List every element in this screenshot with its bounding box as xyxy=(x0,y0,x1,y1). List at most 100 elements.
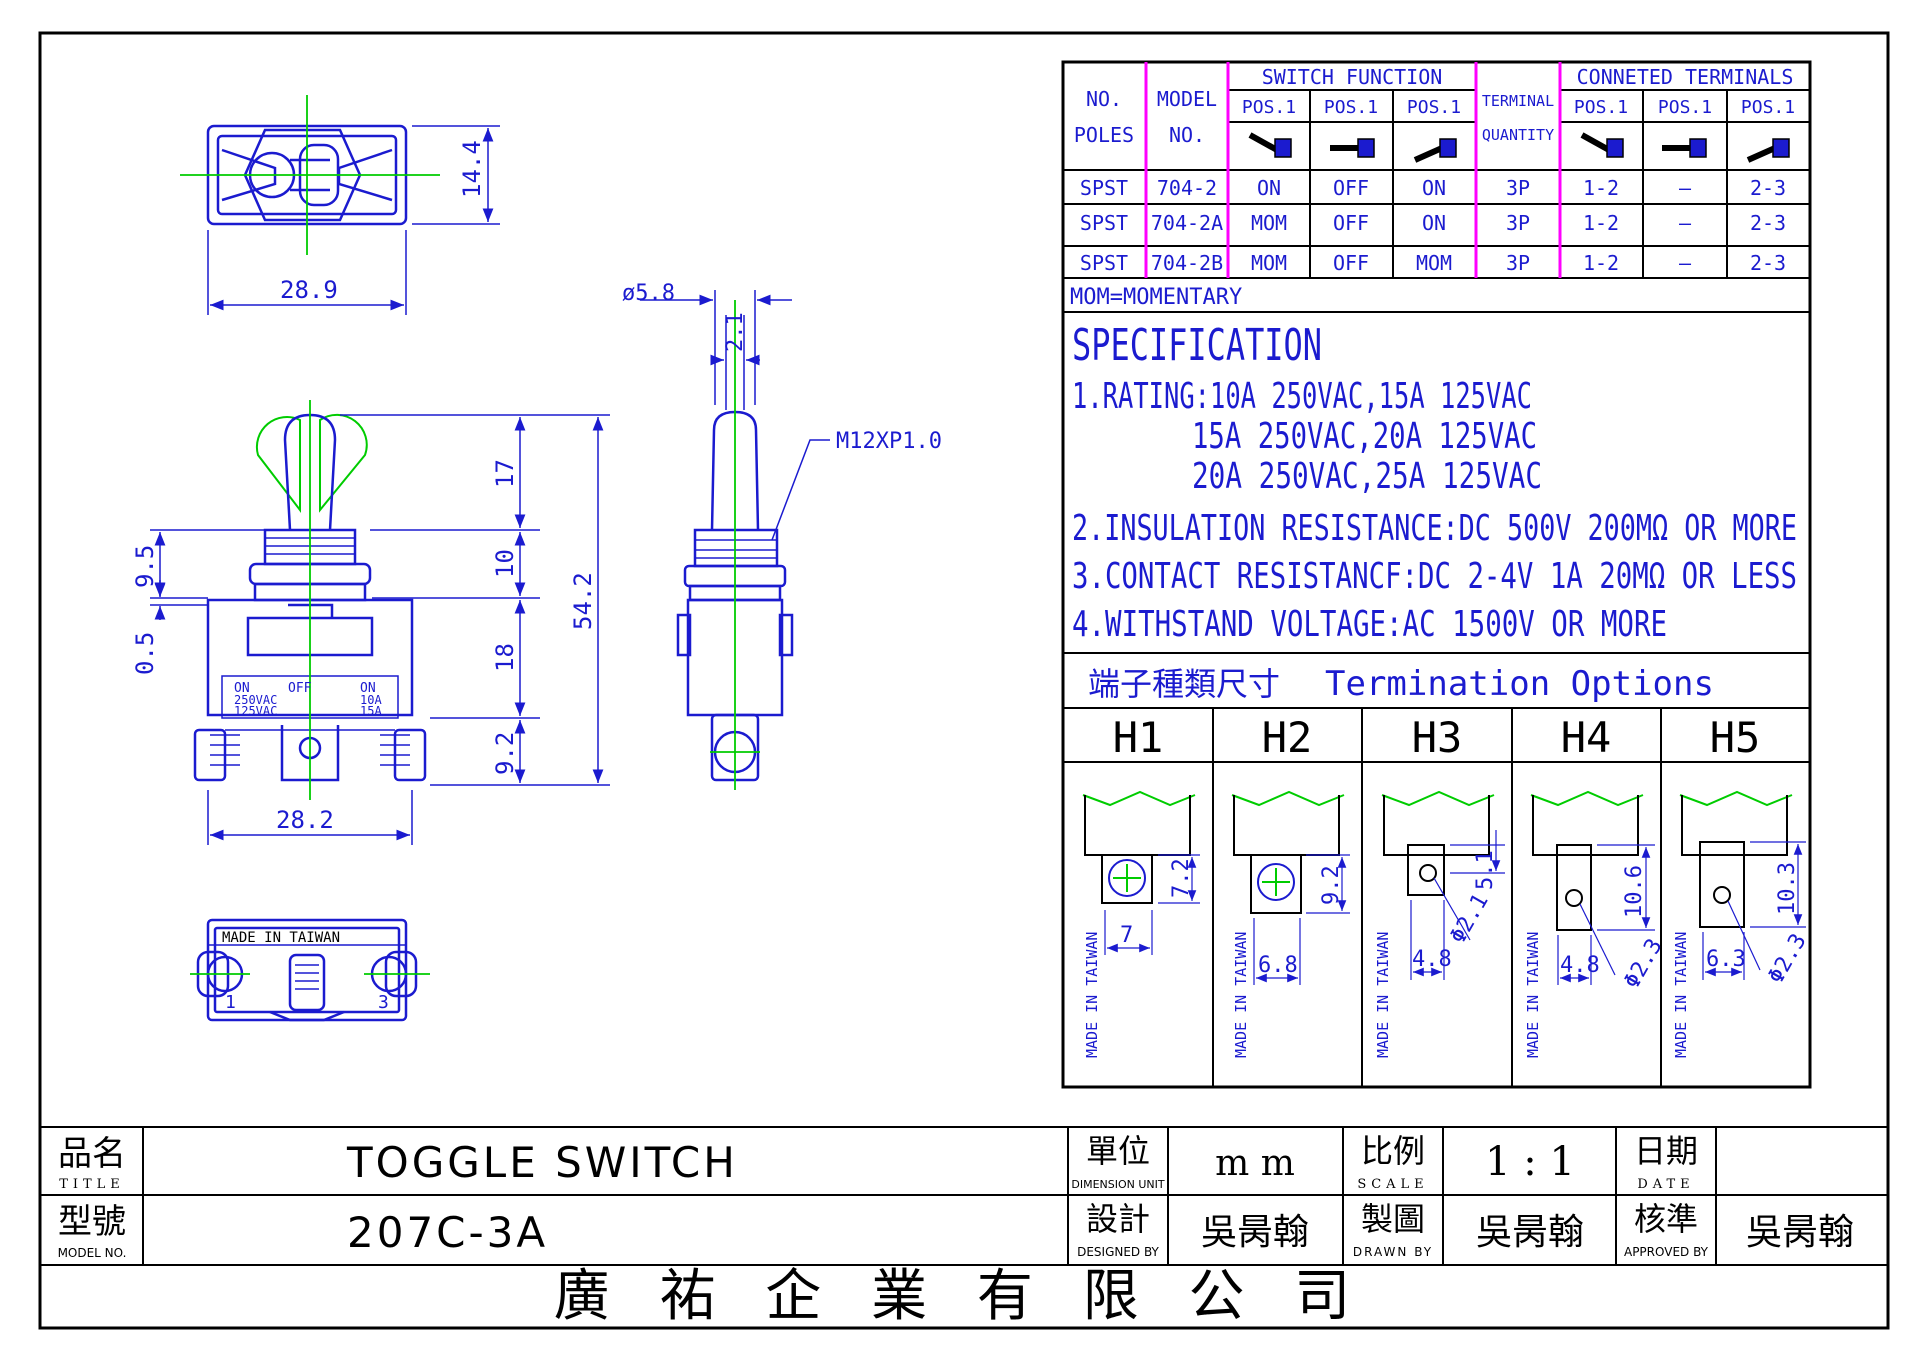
rating-250vac: 250VAC xyxy=(234,693,277,707)
front-view-dims xyxy=(150,414,610,845)
tb-scale-en: SCALE xyxy=(1357,1177,1428,1192)
table-cell: 2-3 xyxy=(1750,211,1786,235)
termination-h4 xyxy=(1530,790,1655,985)
dim-9-2: 9.2 xyxy=(491,732,519,775)
h5-made-in: MADE IN TAIWAN xyxy=(1672,932,1690,1058)
tb-approved-en: APPROVED BY xyxy=(1624,1245,1709,1259)
table-cell: 3P xyxy=(1506,251,1530,275)
termination-label: H4 xyxy=(1561,713,1612,762)
dim-top-height: 14.4 xyxy=(458,140,486,198)
h3-dim-w: 4.8 xyxy=(1412,947,1452,972)
table-row: SPST 704-2A MOM OFF ON 3P 1-2 — 2-3 xyxy=(1080,211,1786,235)
table-cell: OFF xyxy=(1333,251,1369,275)
table-cell: MOM xyxy=(1416,251,1452,275)
tb-model-value: 207C-3A xyxy=(347,1208,548,1257)
h4-dim-h: 10.6 xyxy=(1622,865,1647,918)
spec-line: 1.RATING:10A 250VAC,15A 125VAC xyxy=(1072,376,1532,417)
rating-on-right: ON xyxy=(360,681,376,696)
termination-h2 xyxy=(1231,790,1350,985)
tb-unit-en: DIMENSION UNIT xyxy=(1071,1178,1165,1191)
th-terminal-2: QUANTITY xyxy=(1482,126,1554,144)
table-cell: 704-2B xyxy=(1151,251,1223,275)
termination-title-en: Termination Options xyxy=(1325,664,1714,704)
table-cell: 704-2 xyxy=(1157,176,1217,200)
termination-label: H5 xyxy=(1710,713,1761,762)
table-cell: ON xyxy=(1257,176,1281,200)
spec-title: SPECIFICATION xyxy=(1072,320,1322,371)
termination-label: H1 xyxy=(1113,713,1164,762)
table-cell: 2-3 xyxy=(1750,251,1786,275)
tb-company: 廣 祐 企 業 有 限 公 司 xyxy=(554,1264,1367,1329)
top-view-centerlines xyxy=(180,95,440,255)
lever-down-icon xyxy=(1413,138,1457,163)
table-row: SPST 704-2B MOM OFF MOM 3P 1-2 — 2-3 xyxy=(1080,251,1786,275)
table-cell: 1-2 xyxy=(1583,176,1619,200)
top-view xyxy=(206,124,500,315)
th-no-poles-1: NO. xyxy=(1086,87,1122,111)
thread-callout: M12XP1.0 xyxy=(836,429,942,454)
h2-dim-w: 6.8 xyxy=(1258,953,1298,978)
dim-dia-5-8: ø5.8 xyxy=(622,281,675,306)
pos-label: POS.1 xyxy=(1407,97,1461,118)
tb-drawn-en: DRAWN BY xyxy=(1353,1245,1433,1259)
lever-center-icon xyxy=(1662,138,1707,158)
tb-drawn-value: 吳昺翰 xyxy=(1476,1212,1584,1253)
lever-down-icon xyxy=(1746,138,1790,163)
table-row: SPST 704-2 ON OFF ON 3P 1-2 — 2-3 xyxy=(1080,176,1786,200)
pos-label: POS.1 xyxy=(1658,97,1712,118)
tb-design-cn: 設計 xyxy=(1086,1200,1150,1238)
tb-title-value: TOGGLE SWITCH xyxy=(346,1138,738,1187)
h2-dim-h: 9.2 xyxy=(1319,865,1344,905)
front-view-lever-ghost xyxy=(255,413,368,513)
h4-dim-w: 4.8 xyxy=(1560,953,1600,978)
table-cell: ON xyxy=(1422,176,1446,200)
lever-up-icon xyxy=(1580,132,1624,158)
termination-labels: H1 H2 H3 H4 H5 xyxy=(1113,713,1761,762)
h5-dim-d: Φ2.3 xyxy=(1764,930,1812,988)
lever-up-icon xyxy=(1248,132,1292,158)
table-cell: OFF xyxy=(1333,211,1369,235)
termination-h5 xyxy=(1679,790,1806,980)
spec-line: 2.INSULATION RESISTANCE:DC 500V 200MΩ OR… xyxy=(1072,508,1797,549)
title-block-grid xyxy=(40,1126,1888,1266)
side-view-centerlines xyxy=(710,300,760,790)
h3-dim-d: Φ2.1 xyxy=(1446,890,1494,948)
termination-label: H2 xyxy=(1262,713,1313,762)
dim-17: 17 xyxy=(491,459,519,488)
tb-approved-value: 吳昺翰 xyxy=(1746,1212,1854,1253)
termination-h3 xyxy=(1381,790,1505,980)
pos-labels: POS.1 POS.1 POS.1 POS.1 POS.1 POS.1 xyxy=(1242,97,1795,118)
th-no-poles-2: POLES xyxy=(1074,123,1134,147)
table-cell: 3P xyxy=(1506,176,1530,200)
table-cell: — xyxy=(1679,176,1692,200)
table-cell: 1-2 xyxy=(1583,251,1619,275)
tb-date-cn: 日期 xyxy=(1634,1132,1698,1170)
tb-design-value: 吳昺翰 xyxy=(1201,1212,1309,1253)
h5-dim-h: 10.3 xyxy=(1775,862,1800,915)
tb-title-en: TITLE xyxy=(59,1177,125,1192)
function-table-grid xyxy=(1061,60,1812,1089)
function-table-magenta-lines xyxy=(1144,62,1562,278)
tb-scale-cn: 比例 xyxy=(1361,1132,1425,1170)
dim-28-2: 28.2 xyxy=(276,806,334,834)
outer-frame xyxy=(38,31,1890,1330)
table-cell: MOM xyxy=(1251,251,1287,275)
dim-0-5: 0.5 xyxy=(131,632,159,675)
side-view-dims xyxy=(640,290,830,541)
tb-drawn-cn: 製圖 xyxy=(1361,1200,1425,1238)
termination-title-cn: 端子種類尺寸 xyxy=(1088,665,1280,703)
dim-18: 18 xyxy=(491,643,519,672)
termination-label: H3 xyxy=(1412,713,1463,762)
tb-model-en: MODEL NO. xyxy=(58,1246,127,1260)
dim-2-1: 2.1 xyxy=(723,312,748,352)
spec-line: 3.CONTACT RESISTANCF:DC 2-4V 1A 20MΩ OR … xyxy=(1072,556,1797,597)
h1-made-in: MADE IN TAIWAN xyxy=(1083,932,1101,1058)
rating-15a: 15A xyxy=(360,704,382,718)
table-cell: OFF xyxy=(1333,176,1369,200)
table-cell: 2-3 xyxy=(1750,176,1786,200)
tb-date-en: DATE xyxy=(1637,1177,1694,1192)
dim-top-width: 28.9 xyxy=(280,276,338,304)
spec-line: 20A 250VAC,25A 125VAC xyxy=(1192,456,1542,497)
rating-125vac: 125VAC xyxy=(234,704,277,718)
h3-made-in: MADE IN TAIWAN xyxy=(1374,932,1392,1058)
